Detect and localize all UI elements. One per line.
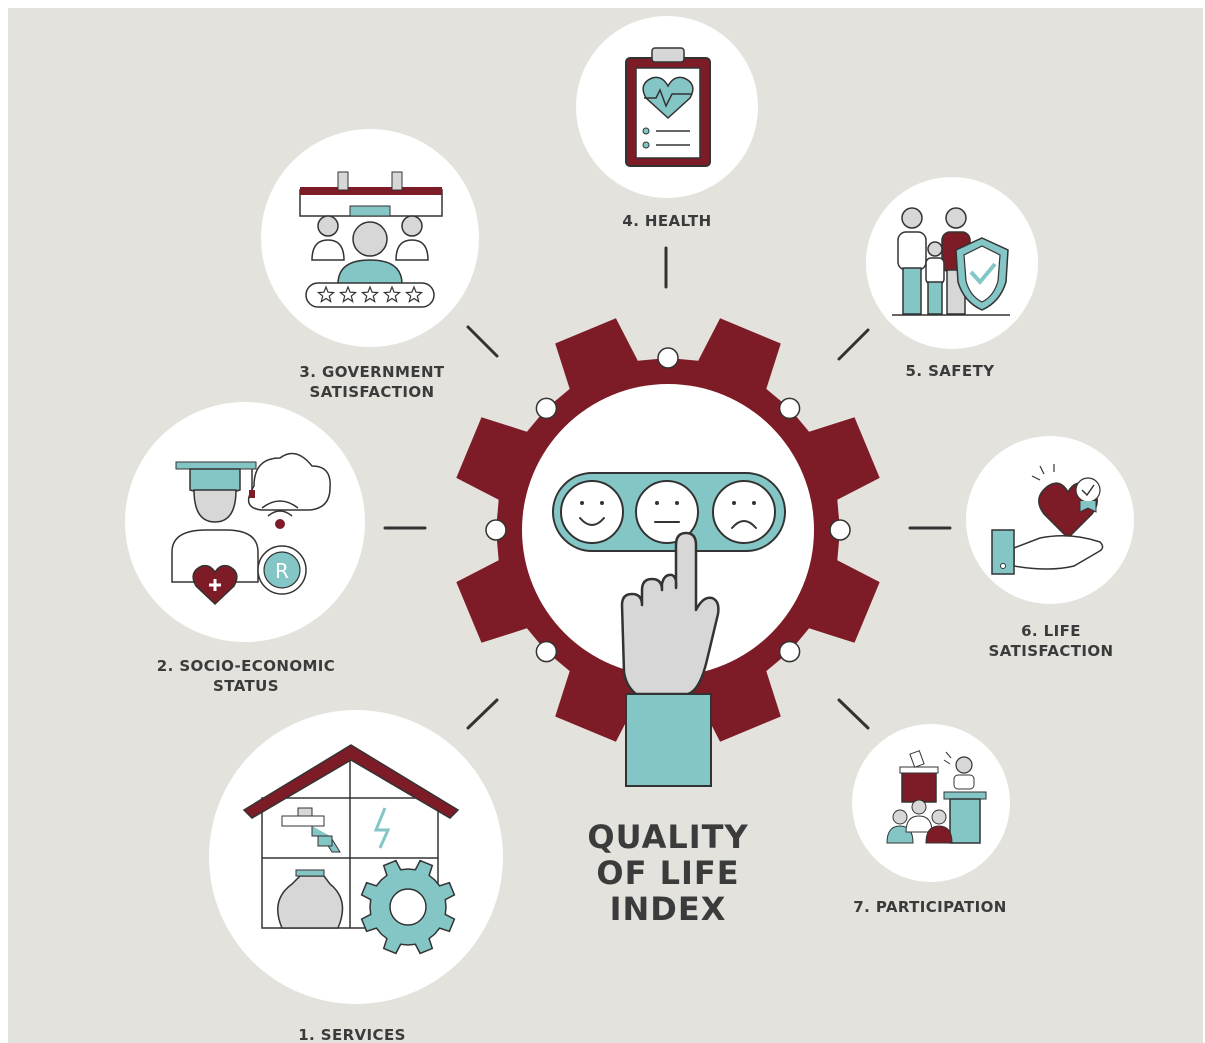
neutral-face-icon (635, 480, 699, 544)
label-socio-1: 2. SOCIO-ECONOMIC (157, 657, 335, 675)
connector-services (466, 698, 499, 730)
star-icon (404, 285, 424, 303)
title-line-3: INDEX (610, 890, 727, 928)
title-line-1: QUALITY (587, 818, 748, 856)
roof (242, 744, 460, 819)
gear-hole (778, 397, 801, 420)
gear-holes (485, 347, 851, 713)
gear-hole (535, 397, 558, 420)
sleeve (625, 693, 712, 787)
gear-hole (485, 519, 507, 541)
svg-text:R: R (275, 559, 289, 583)
pointing-hand-icon (620, 531, 720, 787)
clipboard-heart-icon (625, 47, 711, 167)
label-government-1: 3. GOVERNMENT (299, 363, 445, 381)
category-labels: 4. HEALTH 3. GOVERNMENT SATISFACTION 5. … (157, 212, 1114, 1043)
label-participation: 7. PARTICIPATION (853, 898, 1006, 916)
gear-hole (778, 640, 801, 663)
smiley-rating-icon (552, 472, 786, 552)
label-life-2: SATISFACTION (989, 642, 1114, 660)
graduate-cloud-icon: R (171, 452, 331, 606)
happy-face-icon (560, 480, 624, 544)
star-icon (382, 285, 402, 303)
socio-circle (125, 402, 365, 642)
connector-participation (837, 698, 870, 730)
label-government-2: SATISFACTION (310, 383, 435, 401)
gear-hole (657, 347, 679, 369)
connector-lines (383, 246, 952, 730)
sad-face-icon (712, 480, 776, 544)
star-icon (360, 285, 380, 303)
participation-circle (852, 724, 1010, 882)
label-life-1: 6. LIFE (1021, 622, 1081, 640)
label-services: 1. SERVICES (298, 1026, 406, 1043)
small-gear-icon (360, 859, 456, 955)
gear-hole (829, 519, 851, 541)
gear-hole (535, 640, 558, 663)
label-health: 4. HEALTH (622, 212, 711, 230)
connector-government (466, 325, 499, 358)
title-line-2: OF LIFE (596, 854, 739, 892)
house-services-icon (242, 744, 460, 955)
star-icon (338, 285, 358, 303)
connector-safety (837, 328, 870, 361)
voting-speaker-icon (886, 750, 987, 844)
star-icon (316, 285, 336, 303)
government-rating-icon (299, 171, 443, 308)
page-title: QUALITY OF LIFE INDEX (587, 818, 748, 928)
label-safety: 5. SAFETY (906, 362, 996, 380)
cloud-icon (247, 452, 331, 511)
family-shield-icon (892, 207, 1010, 316)
hand-heart-icon (991, 464, 1104, 575)
label-socio-2: STATUS (213, 677, 279, 695)
